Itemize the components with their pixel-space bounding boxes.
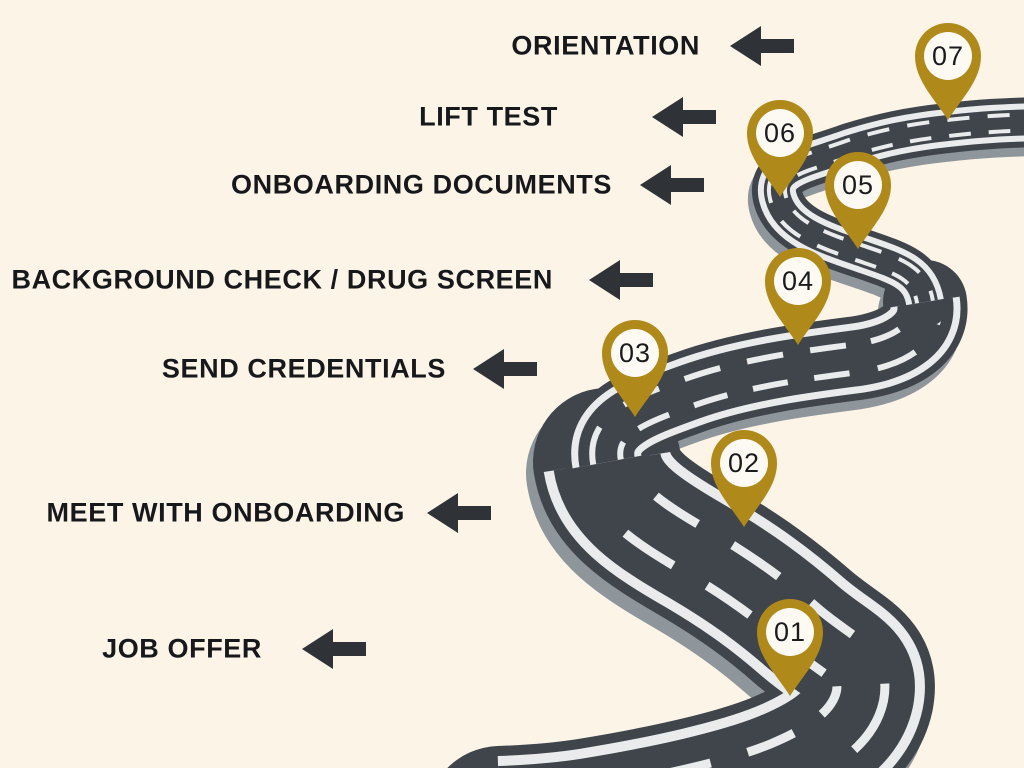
step-label-job-offer: JOB OFFER (102, 633, 262, 664)
pin-number-07: 07 (932, 41, 964, 71)
step-label-meet-with-onboarding: MEET WITH ONBOARDING (46, 497, 405, 528)
map-pin-03: 03 (602, 320, 668, 417)
map-pin-05: 05 (825, 152, 891, 249)
map-pin-02: 02 (711, 430, 777, 527)
map-pin-06: 06 (747, 100, 813, 197)
left-arrow-icon (652, 97, 716, 137)
map-pin-07: 07 (915, 23, 981, 120)
pin-number-02: 02 (728, 448, 760, 478)
step-label-orientation: ORIENTATION (511, 30, 700, 61)
left-arrow-icon (589, 260, 653, 300)
map-pin-01: 01 (757, 599, 823, 696)
left-arrow-icon (473, 349, 537, 389)
step-label-onboarding-documents: ONBOARDING DOCUMENTS (231, 169, 612, 200)
milestone-pins: 01 02 03 04 05 06 (602, 23, 981, 696)
step-label-background-check: BACKGROUND CHECK / DRUG SCREEN (11, 264, 553, 295)
left-arrow-icon (427, 493, 491, 533)
left-arrow-icon (640, 165, 704, 205)
pin-number-03: 03 (619, 338, 651, 368)
pin-number-06: 06 (764, 118, 796, 148)
step-label-send-credentials: SEND CREDENTIALS (161, 353, 446, 384)
pin-number-04: 04 (782, 266, 814, 296)
step-label-lift-test: LIFT TEST (419, 101, 558, 132)
left-arrow-icon (730, 26, 794, 66)
pin-number-05: 05 (842, 170, 874, 200)
pin-number-01: 01 (774, 617, 806, 647)
left-arrow-icon (302, 629, 366, 669)
map-pin-04: 04 (765, 248, 831, 345)
